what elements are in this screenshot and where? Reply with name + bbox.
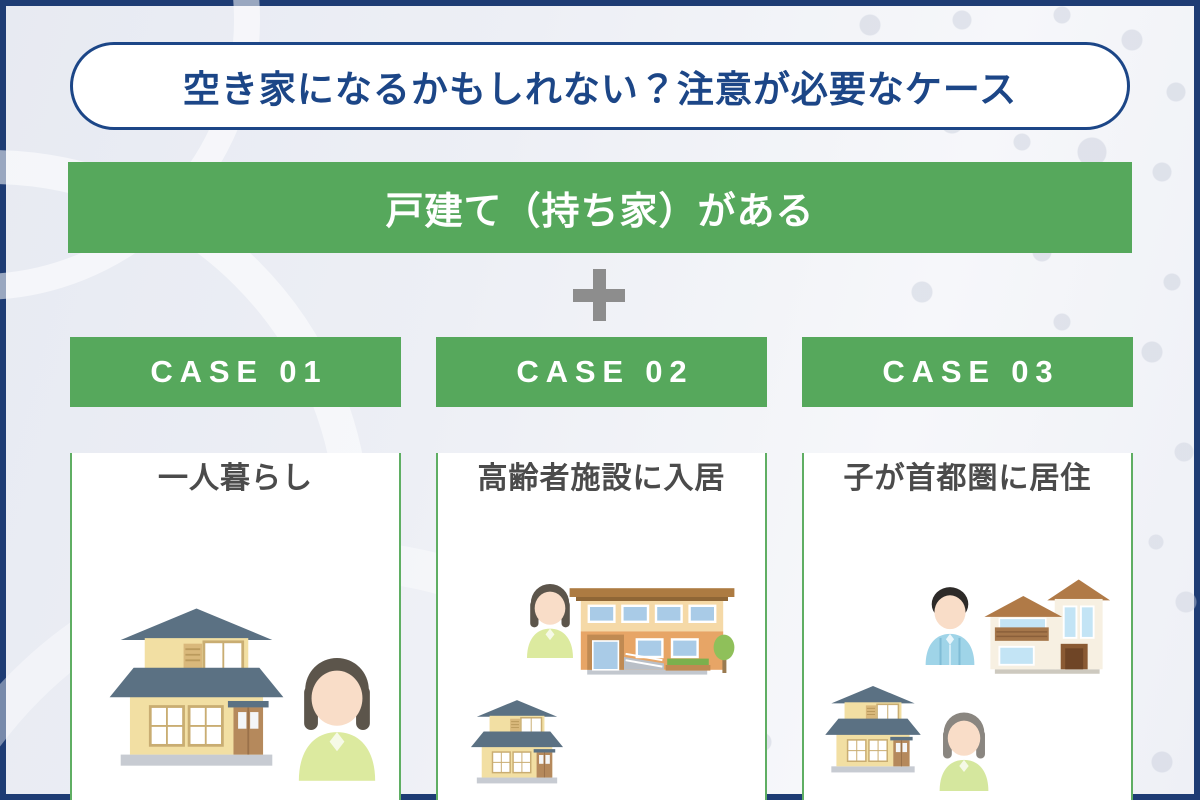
- case-3-header: CASE 03: [802, 337, 1133, 407]
- two-story-house-icon: [104, 603, 289, 774]
- case-card-2: CASE 02 高齢者施設に入居: [436, 337, 767, 800]
- care-facility-icon: [568, 577, 736, 677]
- case-card-1: CASE 01 一人暮らし: [70, 337, 401, 800]
- elderly-woman-icon: [284, 643, 390, 781]
- case-2-body: 高齢者施設に入居: [436, 453, 767, 800]
- modern-house-icon: [984, 575, 1112, 676]
- young-man-icon: [916, 577, 984, 665]
- case-3-label: 子が首都圏に居住: [843, 462, 1092, 495]
- case-1-body: 一人暮らし: [70, 453, 401, 800]
- case-3-body: 子が首都圏に居住: [802, 453, 1133, 800]
- case-2-label: 高齢者施設に入居: [477, 462, 726, 495]
- premise-banner-label: 戸建て（持ち家）がある: [385, 191, 815, 233]
- case-1-label: 一人暮らし: [158, 462, 313, 495]
- page-title: 空き家になるかもしれない？注意が必要なケース: [182, 69, 1018, 110]
- elderly-woman-icon: [930, 703, 998, 791]
- two-story-house-icon: [468, 697, 566, 788]
- case-card-3: CASE 03 子が首都圏に居住: [802, 337, 1133, 800]
- plus-icon: [573, 269, 625, 321]
- case-1-header: CASE 01: [70, 337, 401, 407]
- title-box: 空き家になるかもしれない？注意が必要なケース: [70, 42, 1130, 130]
- premise-banner: 戸建て（持ち家）がある: [68, 162, 1132, 253]
- case-2-header: CASE 02: [436, 337, 767, 407]
- two-story-house-icon: [822, 683, 924, 777]
